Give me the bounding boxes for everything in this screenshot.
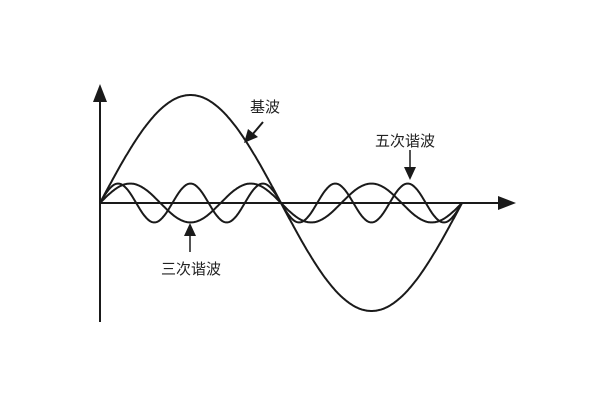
fundamental-arrow-icon <box>244 129 258 143</box>
third-harmonic-arrow-icon <box>184 223 196 236</box>
third-harmonic-label: 三次谐波 <box>161 260 221 278</box>
fifth-harmonic-wave <box>99 182 463 224</box>
fundamental-pointer <box>251 121 264 136</box>
fundamental-label: 基波 <box>250 98 280 116</box>
fifth-harmonic-arrow-icon <box>404 167 416 180</box>
y-axis-arrow-icon <box>93 84 107 102</box>
x-axis-arrow-icon <box>498 196 516 210</box>
fifth-harmonic-label: 五次谐波 <box>375 132 435 150</box>
